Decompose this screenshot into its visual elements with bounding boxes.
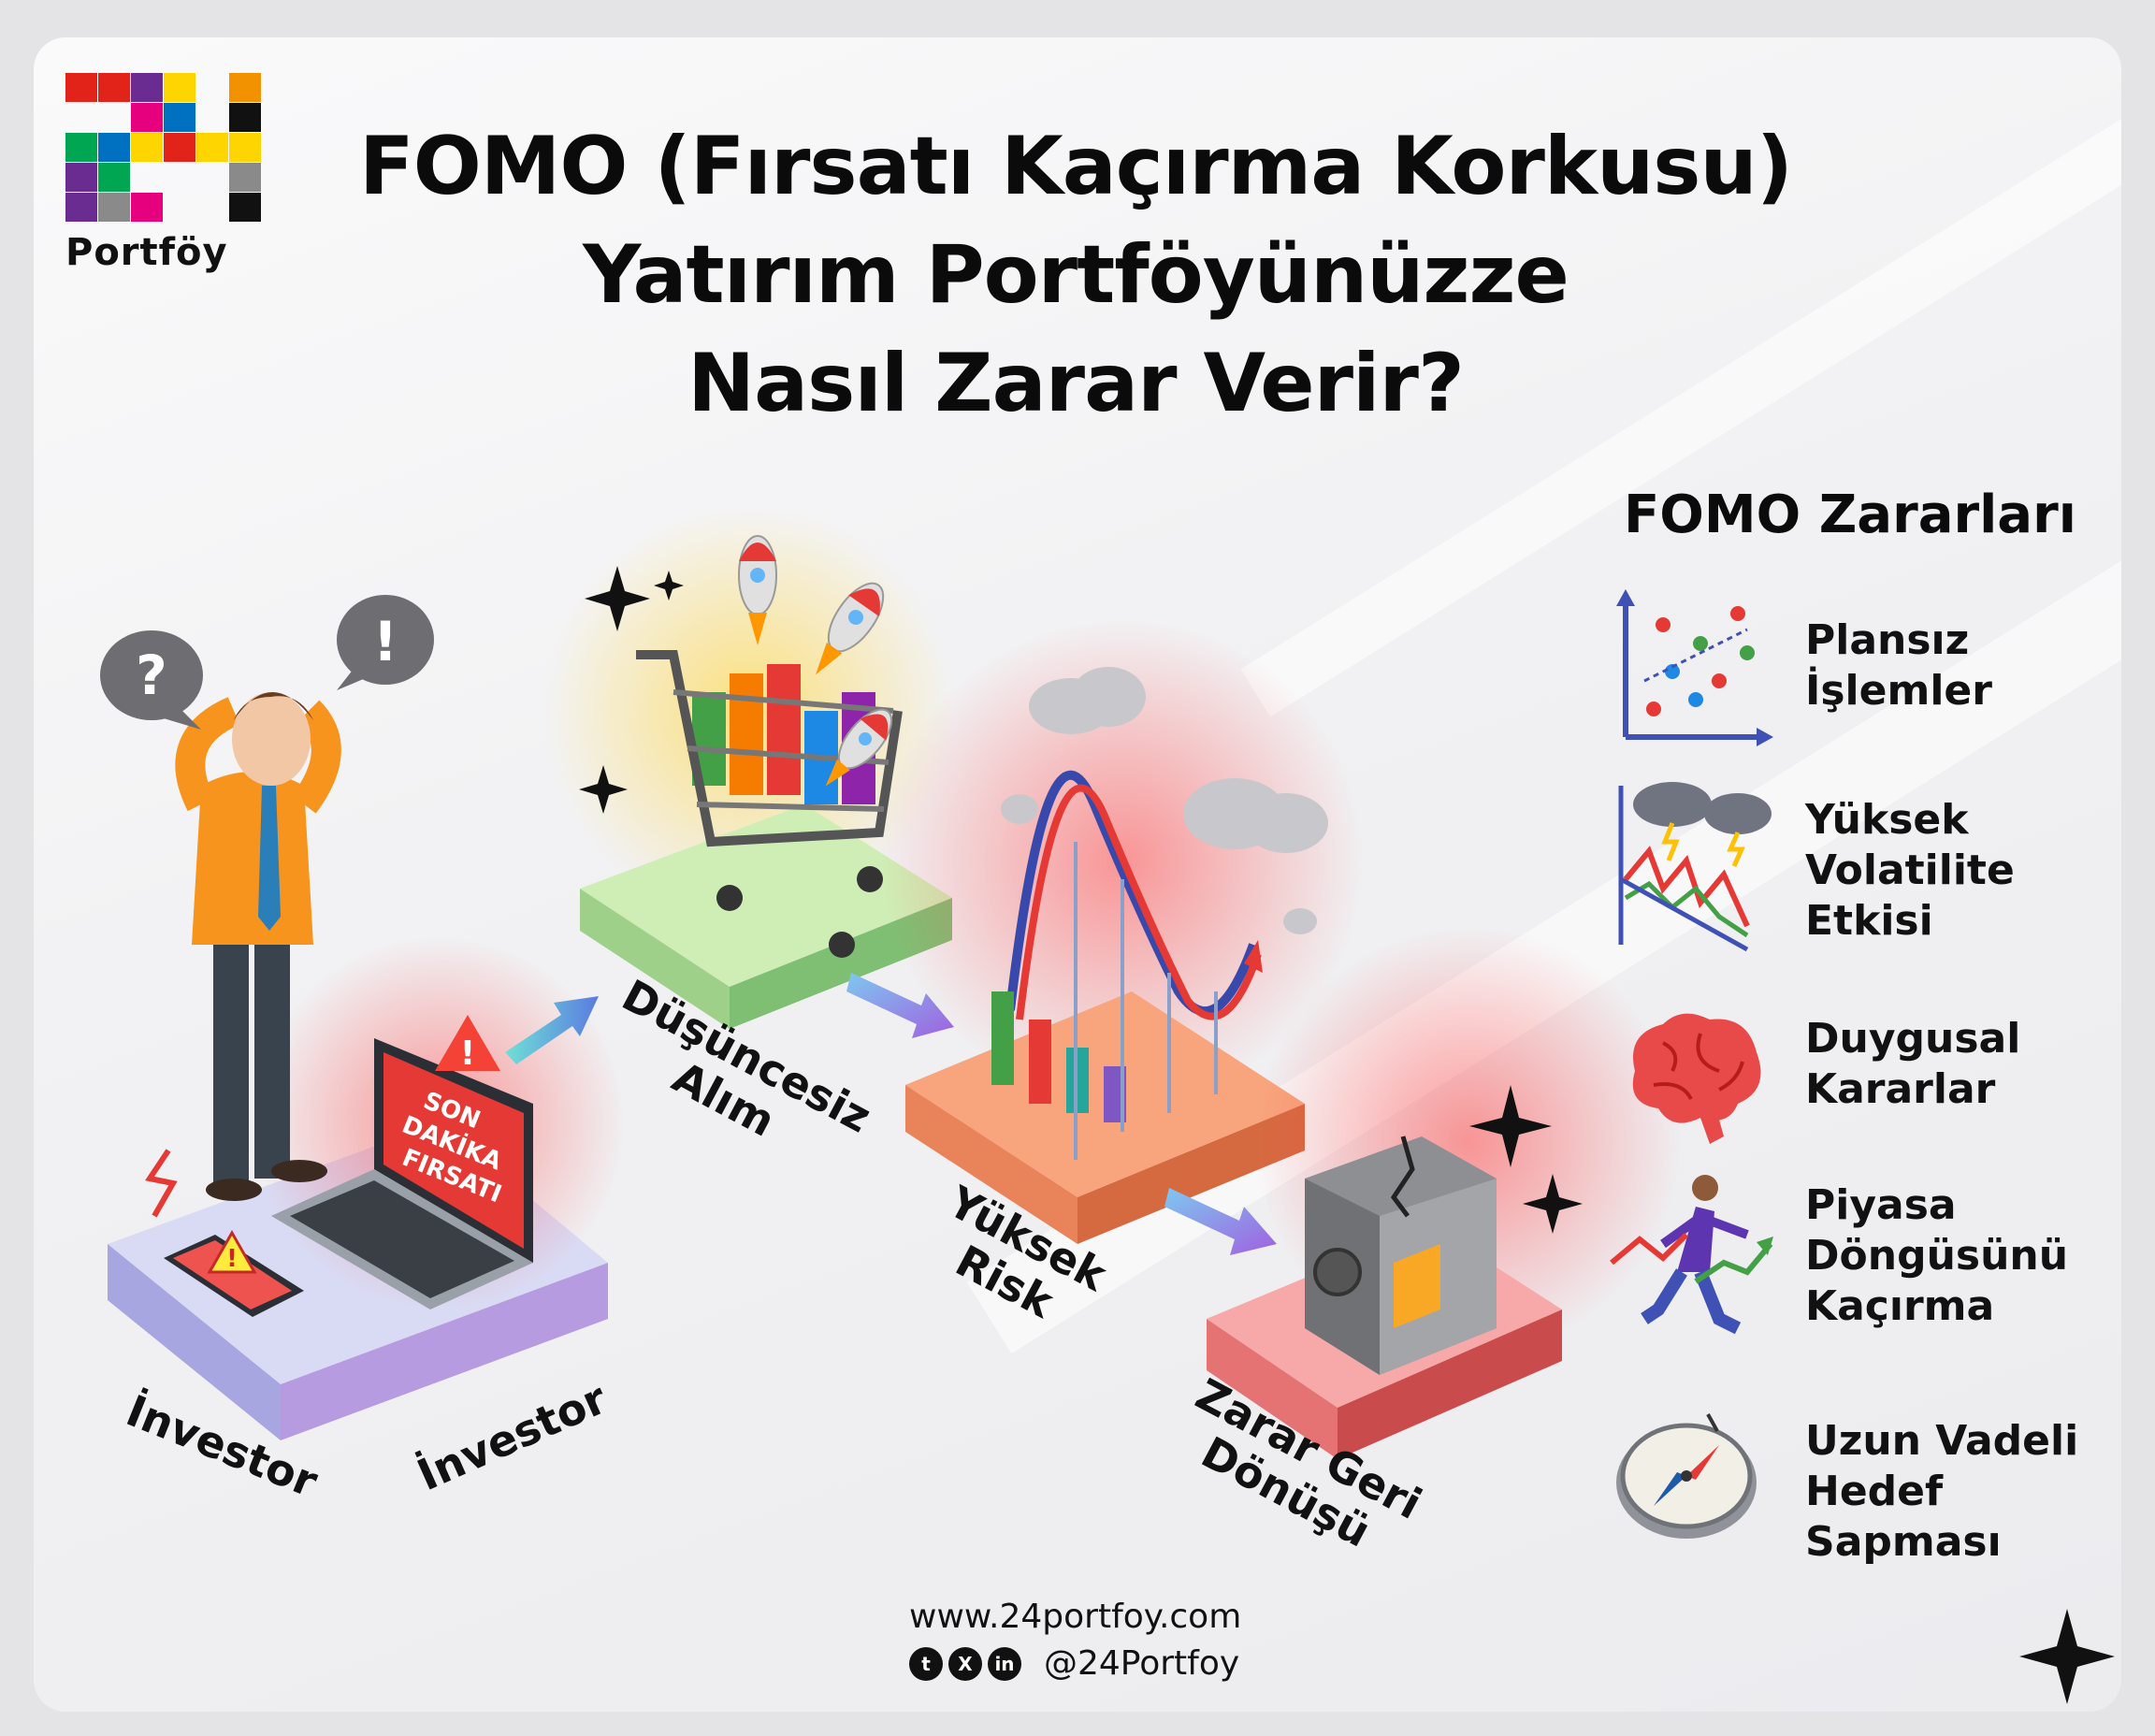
brain-icon [1632,1013,1761,1144]
worried-investor-figure [175,692,341,1201]
sparkle-icon [1469,1085,2115,1704]
rocket-icon [825,708,893,787]
rocket-icon [815,582,885,675]
laptop: SON DAKİKA FIRSATI [271,1038,533,1309]
website-link[interactable]: www.24portfoy.com [909,1598,1242,1636]
flow-arrow-1 [505,996,599,1064]
linkedin-icon[interactable]: in [988,1646,1021,1681]
sparkle-icon [579,566,684,814]
x-icon[interactable]: X [948,1646,982,1681]
svg-text:!: ! [373,610,398,673]
storm-chart-icon [1618,782,1772,952]
title-line-3: Nasıl Zarar Verir? [687,337,1465,430]
svg-text:!: ! [460,1034,475,1073]
twitter-icon[interactable]: t [909,1646,943,1681]
warning-icon: ! [435,1015,500,1073]
exclamation-bubble: ! [337,595,434,690]
phone: ! [164,1229,304,1317]
title-line-1: FOMO (Fırsatı Kaçırma Korkusu) [358,120,1793,213]
cloud-icon [1001,667,1328,934]
sidebar-title: FOMO Zararları [1624,485,2076,545]
broken-safe-icon [1305,1136,1497,1375]
scatter-chart-icon [1616,589,1773,746]
running-man-icon [1610,1175,1773,1335]
logo-text: Portföy [65,231,228,274]
brand-logo[interactable]: Portföy [65,73,262,274]
question-bubble: ? [100,630,203,730]
flow-arrow-2 [846,973,954,1038]
rocket-icon [738,535,777,645]
svg-text:!: ! [226,1245,238,1273]
title-line-2: Yatırım Portföyünüzze [583,228,1569,322]
page-title: FOMO (Fırsatı Kaçırma Korkusu) Yatırım P… [309,112,1843,438]
flow-arrow-3 [1164,1188,1277,1255]
social-links: t X in @24Portfoy [909,1644,1239,1683]
lightning-icon [145,1149,178,1218]
rollercoaster-chart [991,770,1263,1160]
logo-24-mark [65,73,262,222]
compass-icon [1616,1413,1757,1539]
svg-text:?: ? [136,644,167,707]
social-handle[interactable]: @24Portfoy [1044,1644,1240,1683]
shopping-cart [636,650,903,958]
